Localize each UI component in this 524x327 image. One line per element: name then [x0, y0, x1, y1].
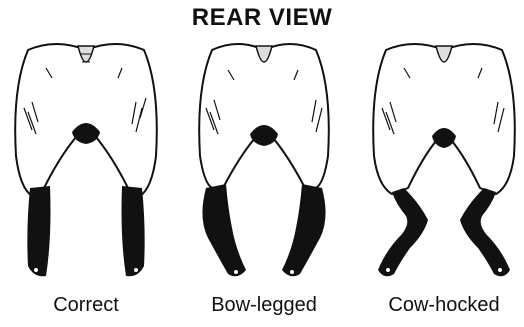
figure-correct [6, 38, 166, 290]
cow-hocked-rear-legs-illustration [364, 38, 524, 290]
diagram-title: REAR VIEW [0, 4, 524, 32]
bow-legged-rear-legs-illustration [184, 38, 344, 290]
caption-bow-legged: Bow-legged [179, 294, 349, 317]
figure-cow-hocked [364, 38, 524, 290]
correct-rear-legs-illustration [6, 38, 166, 290]
figure-bow-legged [184, 38, 344, 290]
caption-cow-hocked: Cow-hocked [359, 294, 524, 317]
caption-correct: Correct [1, 294, 171, 317]
